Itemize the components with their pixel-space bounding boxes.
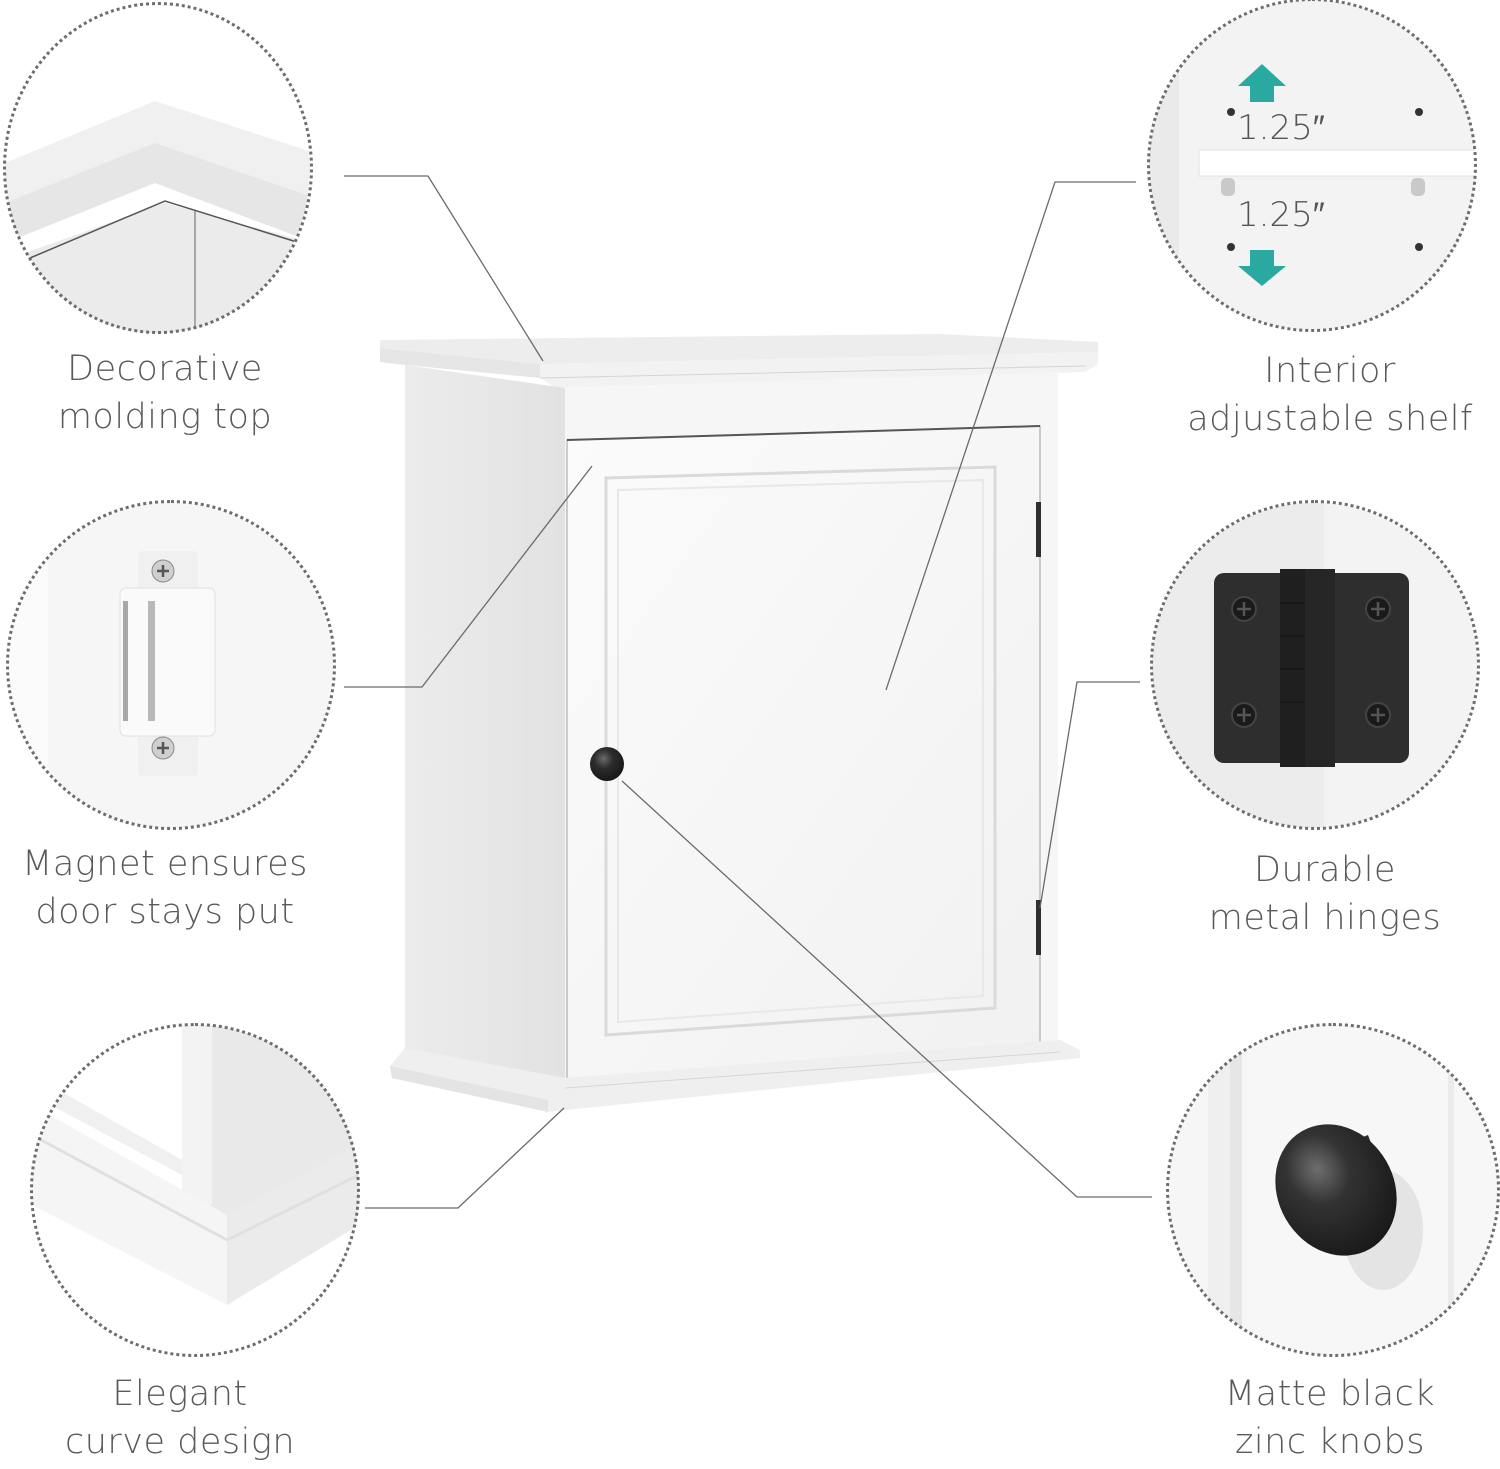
caption-hinge: Durable metal hinges — [1180, 846, 1470, 942]
dimension-label-down: 1.25″ — [1237, 195, 1325, 235]
caption-magnet: Magnet ensures door stays put — [15, 840, 315, 936]
crown-molding — [380, 334, 1098, 388]
caption-line-2: door stays put — [35, 892, 295, 932]
caption-line-2: metal hinges — [1208, 898, 1442, 938]
arrow-down-icon — [1238, 250, 1286, 286]
cabinet-side — [405, 365, 565, 1088]
knob-icon — [1168, 1025, 1498, 1355]
caption-line-2: curve design — [64, 1422, 296, 1462]
cabinet-door — [566, 425, 1041, 1083]
caption-line-1: Durable — [1254, 850, 1396, 890]
hinge-icon — [1152, 503, 1477, 828]
caption-line-1: Matte black — [1224, 1374, 1436, 1414]
feature-circle-knob — [1168, 1025, 1498, 1355]
hinge-lower — [1036, 900, 1041, 955]
caption-line-2: molding top — [57, 397, 273, 437]
feature-circle-shelf: 1.25″ 1.25″ — [1149, 0, 1476, 330]
caption-line-1: Interior — [1264, 351, 1396, 391]
feature-circle-hinge — [1152, 503, 1477, 828]
caption-line-2: adjustable shelf — [1187, 399, 1473, 439]
hinge-upper — [1036, 502, 1041, 557]
caption-shelf: Interior adjustable shelf — [1180, 347, 1480, 443]
caption-line-1: Elegant — [112, 1374, 248, 1414]
caption-knob: Matte black zinc knobs — [1185, 1370, 1475, 1466]
arrow-up-icon — [1238, 64, 1286, 102]
shelf-icon — [1149, 0, 1476, 330]
caption-curve: Elegant curve design — [35, 1370, 325, 1466]
molding-corner-icon — [5, 3, 310, 333]
door-knob — [590, 747, 624, 781]
caption-line-1: Magnet ensures — [22, 844, 308, 884]
caption-line-2: zinc knobs — [1235, 1422, 1425, 1462]
feature-circle-molding — [5, 3, 310, 333]
feature-circle-curve — [32, 1025, 359, 1355]
dimension-label-up: 1.25″ — [1237, 108, 1325, 148]
base-molding — [390, 1040, 1080, 1112]
base-molding-icon — [32, 1025, 359, 1355]
leader-lines — [344, 175, 1152, 1209]
magnet-catch-icon — [8, 503, 333, 828]
feature-circle-magnet — [8, 503, 333, 828]
caption-line-1: Decorative — [67, 349, 263, 389]
caption-molding: Decorative molding top — [20, 345, 310, 441]
